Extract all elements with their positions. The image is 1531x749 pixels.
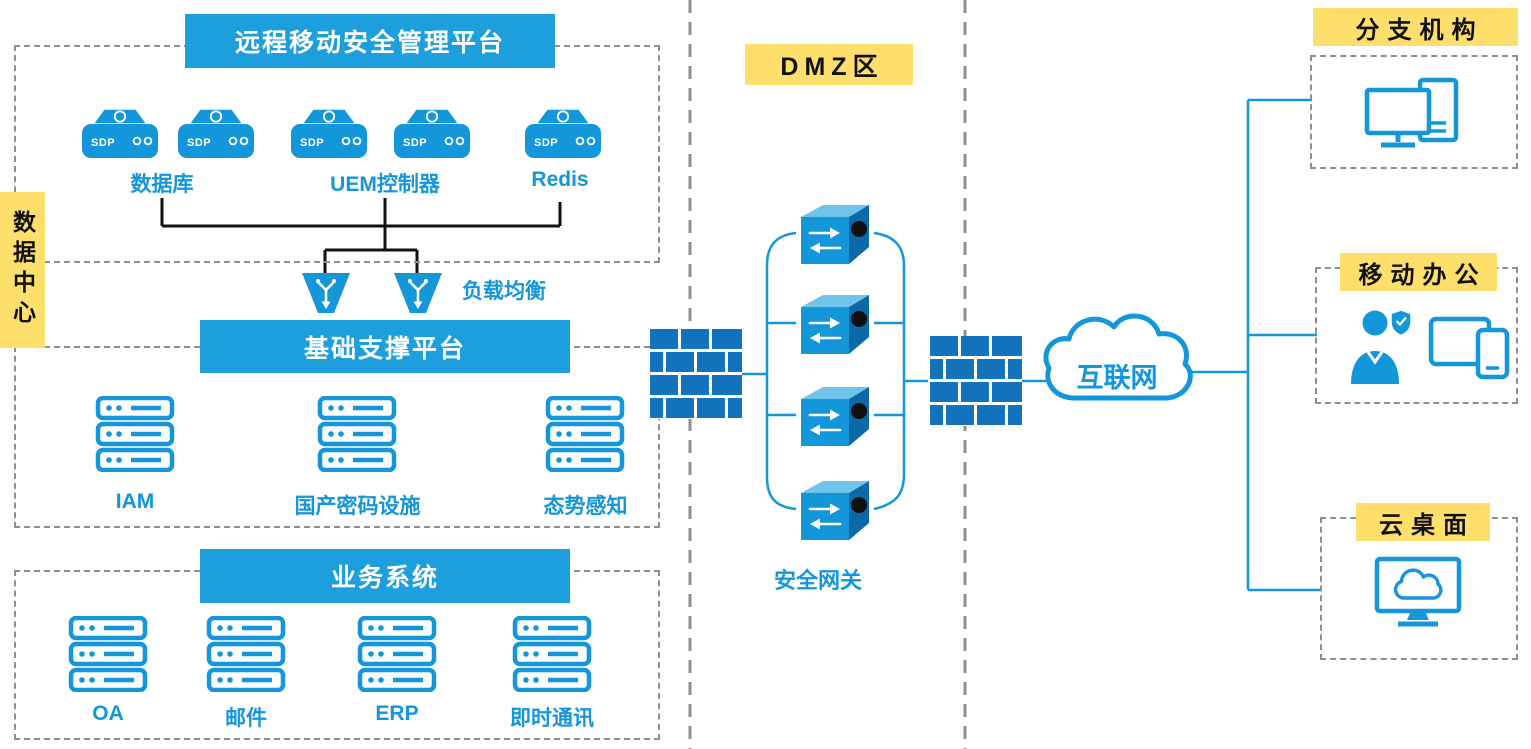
sdp-appliance-icon: SDP — [78, 102, 162, 162]
server-stack-icon — [95, 395, 175, 473]
sdp-appliance-icon: SDP — [390, 102, 474, 162]
left-gateway-bracket — [742, 231, 797, 511]
mobile-office-title: 移动办公 — [1340, 253, 1497, 291]
server-stack-icon — [206, 615, 286, 693]
sdp-appliance-icon: SDP — [174, 102, 258, 162]
uem-controller-label: UEM控制器 — [330, 173, 440, 196]
sdp-label: SDP — [91, 137, 115, 149]
load-balancer-icon — [301, 272, 351, 314]
server-stack-icon — [357, 615, 437, 693]
situation-awareness-label: 态势感知 — [543, 495, 628, 518]
erp-label: ERP — [375, 702, 419, 725]
firewall-icon — [930, 336, 1022, 426]
mobile-user-icon — [1348, 306, 1414, 386]
sdp-appliance-icon: SDP — [287, 102, 371, 162]
cloud-desktop-title: 云桌面 — [1356, 503, 1490, 541]
server-stack-icon — [512, 615, 592, 693]
security-gateway-icon — [795, 290, 875, 358]
mail-label: 邮件 — [225, 707, 267, 730]
iam-label: IAM — [115, 490, 155, 513]
branch-title: 分支机构 — [1313, 8, 1518, 46]
server-stack-icon — [317, 395, 397, 473]
oa-label: OA — [92, 702, 124, 725]
load-balancer-icon — [393, 272, 443, 314]
branch-box — [1310, 55, 1518, 169]
security-gateway-label: 安全网关 — [773, 568, 862, 593]
server-stack-icon — [545, 395, 625, 473]
right-gateway-bracket — [873, 231, 928, 511]
internet-label: 互联网 — [1076, 363, 1158, 393]
security-gateway-icon — [795, 200, 875, 268]
sdp-appliance-icon: SDP — [521, 102, 605, 162]
sdp-label: SDP — [403, 137, 427, 149]
redis-label: Redis — [531, 168, 589, 191]
cloud-desktop-icon — [1374, 556, 1462, 630]
load-balancer-label: 负载均衡 — [462, 280, 546, 303]
sdp-label: SDP — [300, 137, 324, 149]
crypto-facility-label: 国产密码设施 — [294, 495, 421, 518]
security-gateway-icon — [795, 476, 875, 544]
datacenter-label: 数据中心 — [0, 192, 45, 348]
database-label: 数据库 — [130, 173, 194, 196]
firewall-icon — [650, 329, 742, 419]
dmz-zone-label: DMZ区 — [745, 44, 913, 85]
sdp-label: SDP — [534, 137, 558, 149]
mobile-devices-icon — [1428, 314, 1510, 380]
im-label: 即时通讯 — [510, 707, 594, 730]
security-gateway-icon — [795, 382, 875, 450]
internet-links — [1020, 98, 1322, 592]
platform-title: 远程移动安全管理平台 — [185, 14, 555, 68]
sdp-label: SDP — [187, 137, 211, 149]
internet-cloud-icon — [1038, 303, 1196, 421]
server-stack-icon — [68, 615, 148, 693]
dual-monitor-icon — [1364, 77, 1460, 155]
business-title: 业务系统 — [200, 549, 570, 603]
support-title: 基础支撑平台 — [200, 320, 570, 373]
